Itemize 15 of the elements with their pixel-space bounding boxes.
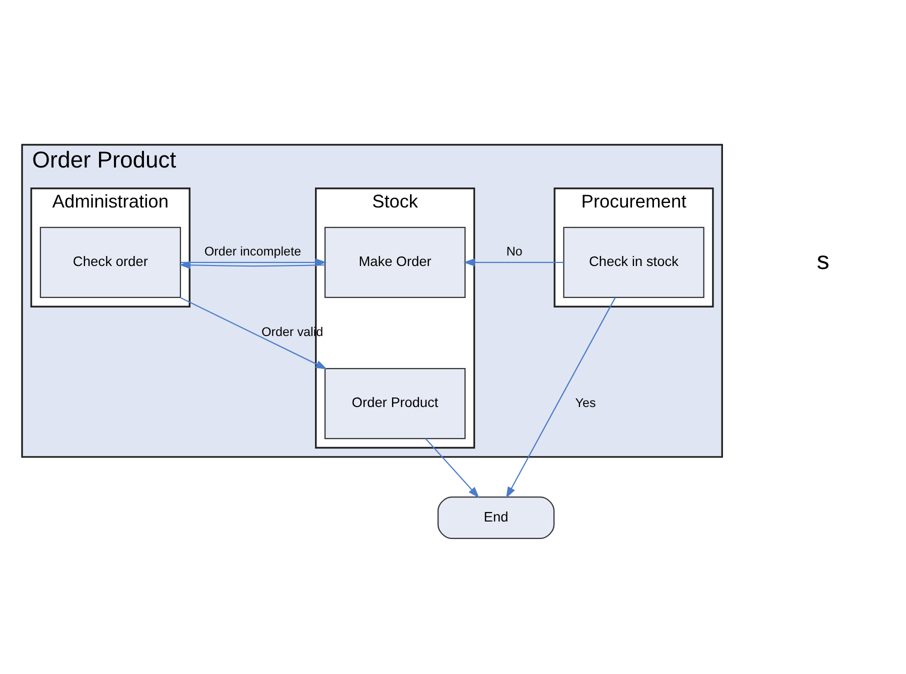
node-box: Check order	[40, 226, 181, 298]
label: s	[816, 246, 830, 275]
arrow	[425, 438, 480, 498]
arrow	[180, 258, 327, 266]
node-box: End	[438, 496, 555, 539]
edge-label: Order incomplete	[204, 244, 302, 258]
arrow	[506, 297, 616, 498]
edge-label: No	[506, 244, 522, 258]
edge-label: Yes	[575, 396, 596, 410]
node-box: Order Product	[324, 368, 466, 440]
arrow	[180, 297, 328, 370]
arrow	[179, 261, 326, 270]
node-box: Check in stock	[563, 226, 704, 298]
node-box: Make Order	[324, 226, 466, 298]
arrow	[463, 258, 564, 266]
